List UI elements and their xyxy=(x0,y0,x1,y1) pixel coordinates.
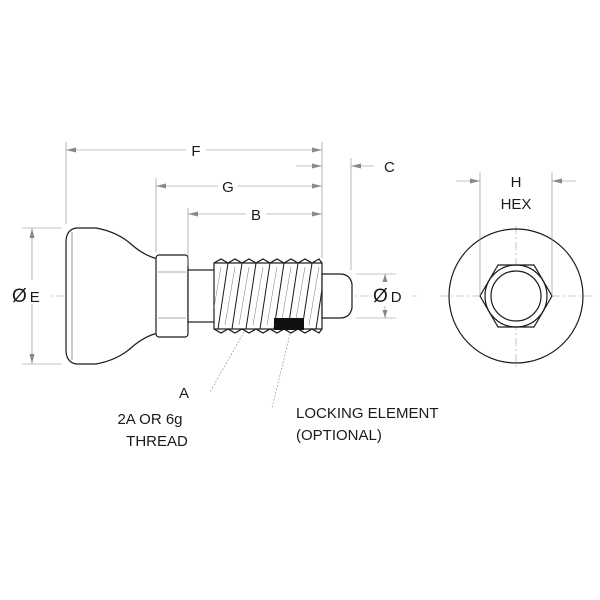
thread-root-line xyxy=(308,266,320,326)
knob-outline xyxy=(65,227,159,365)
dim-label-g: G xyxy=(222,179,234,196)
plunger-pin xyxy=(321,273,353,319)
dim-arrow-c-left xyxy=(312,163,322,169)
thread-root-line xyxy=(214,266,222,310)
dim-arrow-h-right xyxy=(552,178,562,184)
dim-arrow-d-top xyxy=(382,274,388,282)
thread-helix-line xyxy=(245,263,257,329)
diameter-symbol-d: Ø xyxy=(373,286,388,307)
label-locking-element: LOCKING ELEMENT xyxy=(296,405,439,422)
hex-collar xyxy=(155,254,189,338)
label-a: A xyxy=(179,385,189,402)
end-view: H HEX xyxy=(440,172,596,368)
thread-helix-line xyxy=(315,286,322,329)
thread-lines xyxy=(214,263,322,329)
leader-thread xyxy=(209,331,245,393)
thread-root-line xyxy=(224,266,236,326)
leader-locking-element xyxy=(271,333,291,409)
thread-root-line xyxy=(294,266,306,326)
dim-arrow-g-right xyxy=(312,183,322,189)
thread-crest-top xyxy=(213,258,323,264)
shaft-end-outer-circle xyxy=(484,264,548,328)
thread-root-line xyxy=(252,266,264,326)
dim-arrow-f-right xyxy=(312,147,322,153)
thread-neck xyxy=(187,269,217,323)
thread-helix-line xyxy=(259,263,271,329)
dim-arrow-e-top xyxy=(29,228,35,238)
thread-root-line xyxy=(266,266,278,326)
dim-arrow-b-left xyxy=(188,211,198,217)
thread-root-line xyxy=(280,266,292,326)
label-thread-line2: THREAD xyxy=(126,433,188,450)
thread-helix-line xyxy=(217,263,229,329)
thread-crest-bottom xyxy=(213,328,323,334)
dim-arrow-g-left xyxy=(156,183,166,189)
knob-end-circle xyxy=(448,228,584,364)
thread-root-line xyxy=(238,266,250,326)
dim-label-c: C xyxy=(384,159,395,176)
dim-label-f: F xyxy=(191,143,200,160)
dim-arrow-e-bottom xyxy=(29,354,35,364)
dim-arrow-c-right xyxy=(351,163,361,169)
dim-arrow-d-bottom xyxy=(382,310,388,318)
shaft-end-inner-circle xyxy=(490,270,542,322)
label-thread-line1: 2A OR 6g xyxy=(117,411,182,428)
label-hex: HEX xyxy=(501,196,532,213)
dim-arrow-f-left xyxy=(66,147,76,153)
thread-helix-line xyxy=(231,263,243,329)
dim-arrow-h-left xyxy=(470,178,480,184)
dim-label-b: B xyxy=(251,207,261,224)
label-optional: (OPTIONAL) xyxy=(296,427,382,444)
dim-label-h: H xyxy=(511,174,522,191)
dim-arrow-b-right xyxy=(312,211,322,217)
locking-element xyxy=(274,318,304,330)
diameter-symbol-e: Ø xyxy=(12,286,27,307)
